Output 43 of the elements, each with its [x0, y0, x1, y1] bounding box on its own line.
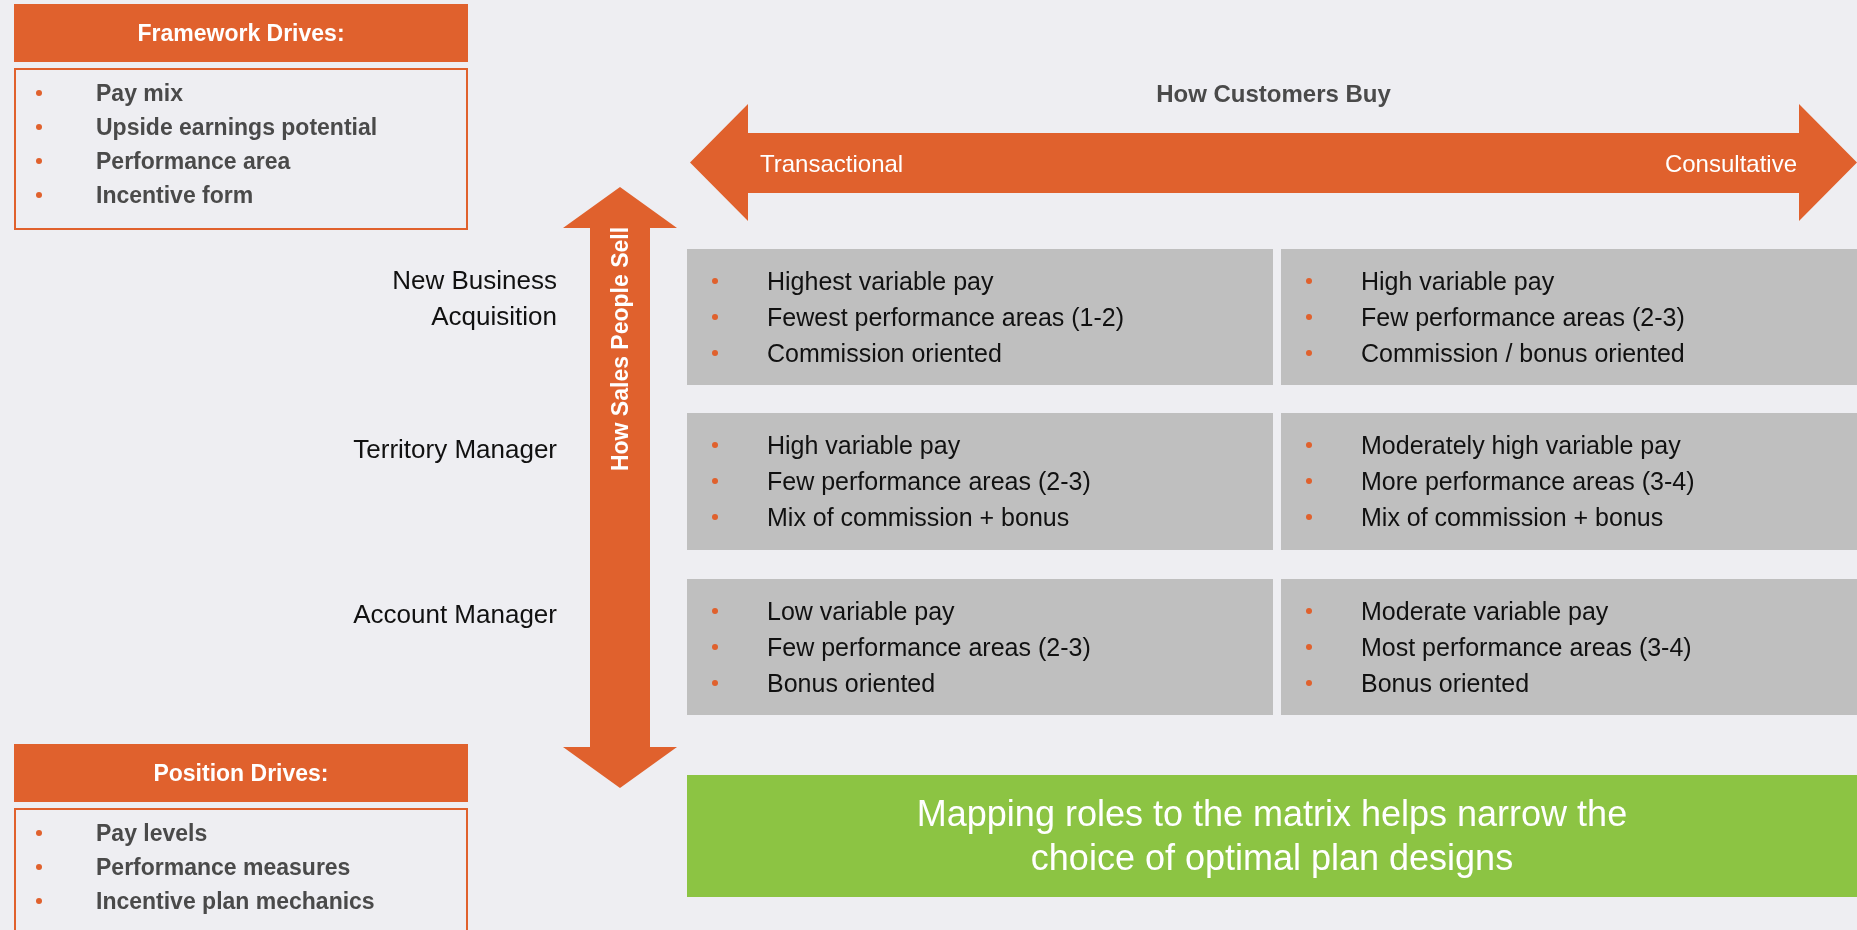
axis-title: How Sales People Sell: [606, 226, 634, 472]
bullet-text: Incentive plan mechanics: [96, 888, 375, 914]
banner-text: Mapping roles to the matrix helps narrow the choice of optimal plan designs: [915, 792, 1629, 880]
bullet-text: Upside earnings potential: [96, 114, 378, 140]
bullet-text: Mix of commission + bonus: [1361, 503, 1664, 531]
matrix-cell: [687, 249, 1273, 385]
bullet-text: Pay mix: [96, 80, 183, 106]
bullet-text: Pay levels: [96, 820, 208, 846]
callout-banner: [687, 775, 1857, 897]
bullet-text: Most performance areas (3-4): [1361, 633, 1692, 661]
arrow-label: Consultative: [1664, 150, 1797, 178]
bullet-text: Few performance areas (2-3): [1361, 303, 1685, 331]
bullet-text: Commission oriented: [767, 339, 1002, 367]
bullet-text: Performance area: [96, 148, 291, 174]
bullet-text: Bonus oriented: [1361, 669, 1530, 697]
matrix-cell: [1281, 249, 1857, 385]
row-label: New Business Acquisition: [391, 264, 557, 333]
bullet-text: Bonus oriented: [767, 669, 936, 697]
arrow-label: Transactional: [760, 150, 904, 178]
panel-header: Framework Drives:: [14, 4, 468, 62]
matrix-cell: [1281, 579, 1857, 715]
bullet-text: Low variable pay: [767, 597, 955, 625]
double-arrow: [563, 187, 677, 788]
bullet-text: Moderate variable pay: [1361, 597, 1609, 625]
matrix-cell: [687, 413, 1273, 550]
matrix-cell: [687, 579, 1273, 715]
bullet-text: Few performance areas (2-3): [767, 467, 1091, 495]
panel-header: Position Drives:: [14, 744, 468, 802]
axis-title: How Customers Buy: [1156, 80, 1391, 108]
bullet-text: Fewest performance areas (1-2): [767, 303, 1125, 331]
bullet-text: Highest variable pay: [767, 267, 994, 295]
bullet-text: Performance measures: [96, 854, 351, 880]
bullet-text: Mix of commission + bonus: [767, 503, 1070, 531]
bullet-text: High variable pay: [1361, 267, 1555, 295]
matrix-cell: [1281, 413, 1857, 550]
row-label: Account Manager: [352, 598, 557, 631]
bullet-text: Commission / bonus oriented: [1361, 339, 1685, 367]
row-label: Territory Manager: [352, 433, 557, 466]
bullet-text: Incentive form: [96, 182, 254, 208]
bullet-text: High variable pay: [767, 431, 961, 459]
bullet-text: More performance areas (3-4): [1361, 467, 1695, 495]
bullet-text: Moderately high variable pay: [1361, 431, 1681, 459]
bullet-text: Few performance areas (2-3): [767, 633, 1091, 661]
